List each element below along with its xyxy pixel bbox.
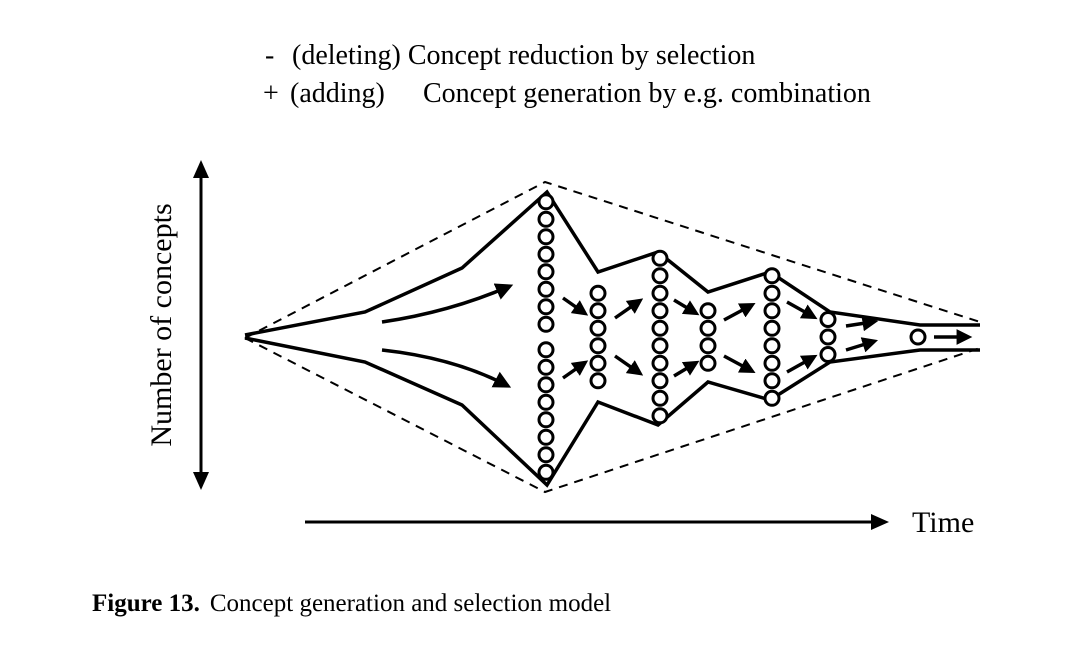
concept-circle (651, 302, 669, 320)
stage-arrow (561, 296, 589, 316)
legend-plus-description: Concept generation by e.g. combination (423, 78, 871, 109)
concept-circle (651, 337, 669, 355)
arrowhead-right-icon (871, 514, 889, 530)
concept-circle (589, 354, 607, 372)
concept-circle (819, 346, 837, 363)
concept-circle (537, 358, 555, 376)
outline-upper (244, 189, 980, 337)
stage-arrow (561, 360, 589, 380)
stage-arrow (673, 360, 700, 378)
y-axis-arrow (193, 160, 209, 490)
concept-circle (651, 267, 669, 285)
legend-minus-symbol: - (265, 40, 274, 71)
concept-circle (537, 210, 555, 228)
generation-arrow-upper (381, 283, 514, 324)
envelope-upper-dashed (244, 180, 981, 339)
concept-circle (909, 328, 927, 346)
stage-arrow (786, 354, 818, 374)
stage-arrow (786, 300, 818, 320)
concept-circle (651, 354, 669, 372)
concept-circle (763, 284, 781, 302)
envelope-lower-dashed (244, 337, 981, 494)
x-axis-label: Time (912, 506, 974, 539)
stage-arrow (673, 298, 700, 316)
concept-circle (589, 284, 607, 302)
stage-arrow (845, 337, 879, 353)
stage-arrow (723, 303, 756, 322)
concept-circle (537, 298, 555, 316)
concept-circle (651, 389, 669, 407)
concept-circle (537, 193, 555, 211)
concept-circle (537, 228, 555, 246)
concept-circle (763, 302, 781, 320)
arrowhead-down-icon (193, 472, 209, 490)
concept-circle (589, 372, 607, 390)
concept-circle (699, 302, 717, 320)
concept-circle (699, 354, 717, 372)
concept-circle (537, 446, 555, 464)
legend-plus-symbol: + (263, 78, 279, 109)
arrowhead-up-icon (193, 160, 209, 178)
concept-circle (651, 284, 669, 302)
concept-circle (537, 376, 555, 394)
concept-circle (589, 302, 607, 320)
caption-text: Concept generation and selection model (209, 590, 612, 617)
x-axis-arrow (305, 514, 889, 530)
stage-arrow (845, 315, 879, 332)
concept-circle (589, 319, 607, 337)
y-axis-label: Number of concepts (145, 203, 178, 446)
concept-circle (819, 311, 837, 328)
concept-circle (819, 328, 837, 346)
concept-circle (537, 245, 555, 263)
stage-arrow (723, 354, 756, 373)
figure-caption: Figure 13. Concept generation and selecti… (92, 590, 611, 618)
concept-circle (763, 354, 781, 372)
outline-lower (244, 336, 980, 488)
concept-circle (651, 407, 669, 425)
concept-circle (699, 337, 717, 355)
concept-circle (763, 372, 781, 390)
concept-circles (537, 193, 927, 481)
concept-circle (537, 280, 555, 298)
concept-circle (763, 389, 781, 407)
concept-circle (651, 249, 669, 267)
legend-minus-text: (deleting) Concept reduction by selectio… (292, 40, 755, 71)
concept-circle (537, 393, 555, 411)
concept-circle (537, 428, 555, 446)
concept-circle (537, 463, 555, 481)
concept-circle (763, 337, 781, 355)
concept-circle (589, 337, 607, 355)
stage-arrow (614, 354, 644, 376)
stage-arrows (561, 296, 973, 380)
concept-circle (537, 411, 555, 429)
concept-circle (537, 263, 555, 281)
concept-circle (537, 341, 555, 359)
stage-arrow (614, 298, 644, 320)
concept-circle (651, 372, 669, 390)
concept-circle (763, 319, 781, 337)
concept-circle (651, 319, 669, 337)
legend-plus-text: (adding) (290, 78, 385, 109)
caption-label: Figure 13. (92, 590, 200, 617)
concept-circle (763, 267, 781, 285)
concept-circle (699, 319, 717, 337)
generation-arrow-lower (381, 348, 512, 388)
concept-circle (537, 315, 555, 333)
